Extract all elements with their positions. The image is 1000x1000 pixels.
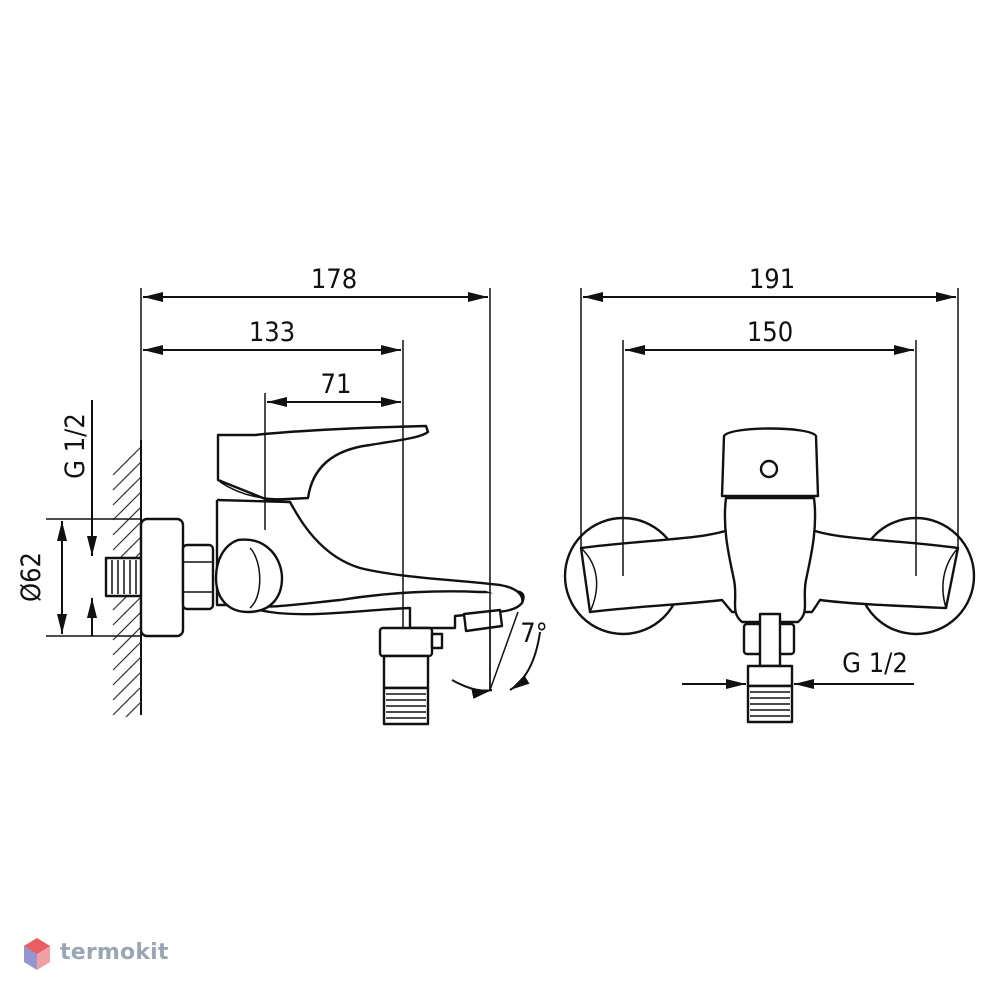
dim-arc-spout-angle <box>451 679 493 699</box>
dim-label-150: 150 <box>747 317 793 348</box>
wall-rosette <box>139 517 185 638</box>
termokit-logo-icon <box>24 938 50 970</box>
dim-label-spout-angle: 7° <box>520 618 548 649</box>
watermark-text: termokit <box>60 940 169 965</box>
cartridge-knob <box>214 538 284 614</box>
dim-label-191: 191 <box>749 264 795 295</box>
central-column <box>723 496 817 624</box>
diverter-outlet-front <box>742 612 796 724</box>
dim-label-71: 71 <box>321 369 352 400</box>
dim-label-diameter: Ø62 <box>16 552 47 602</box>
dim-label-inlet-thread: G 1/2 <box>60 413 91 479</box>
lever-handle <box>216 424 430 502</box>
dim-label-outlet-thread: G 1/2 <box>842 648 908 679</box>
dim-label-178: 178 <box>311 264 357 295</box>
front-view: 191 150 G 1/2 <box>563 264 976 724</box>
watermark: termokit <box>22 936 182 976</box>
indicator-hole <box>759 459 779 479</box>
eccentric-nut <box>181 543 215 611</box>
inlet-thread <box>104 556 144 598</box>
diverter-outlet <box>378 626 444 726</box>
side-view: 178 133 71 G 1/2 Ø62 7° <box>16 264 548 726</box>
spout-aerator <box>462 608 504 633</box>
dim-label-133: 133 <box>249 317 295 348</box>
